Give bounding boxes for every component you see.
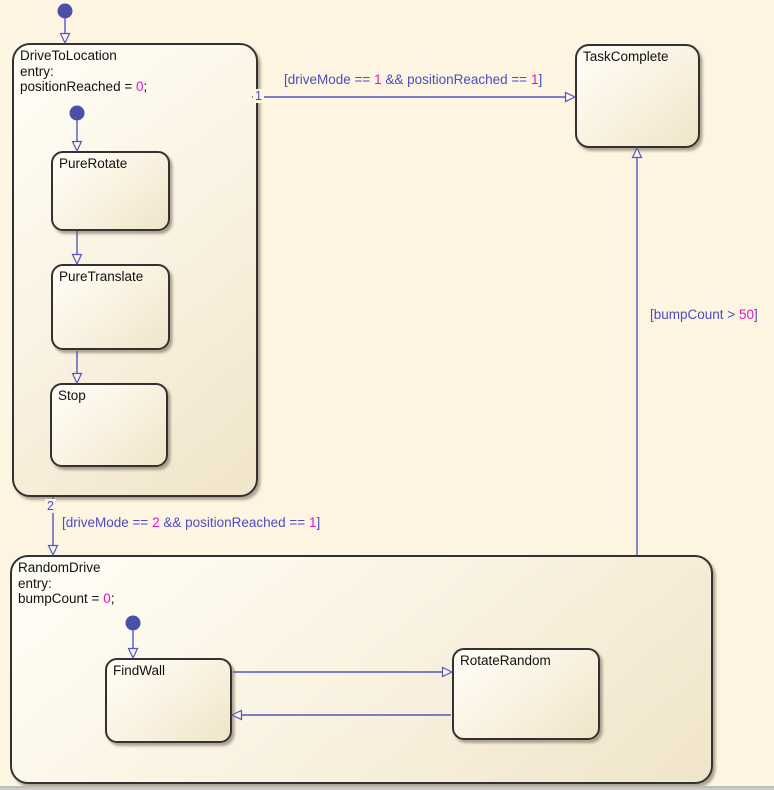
state-name: TaskComplete	[583, 49, 669, 64]
arrowhead-icon	[47, 544, 59, 557]
action-text: positionReached =	[20, 79, 136, 94]
condition-text: ]	[538, 72, 543, 87]
canvas-bottom-edge	[0, 786, 774, 790]
state-name: RotateRandom	[460, 653, 551, 668]
transition-condition-drive-to-randomdrive[interactable]: [driveMode == 2 && positionReached == 1]	[62, 515, 320, 530]
entry-action: positionReached = 0;	[20, 79, 250, 95]
condition-text: ]	[316, 515, 321, 530]
condition-number: 50	[738, 307, 754, 322]
condition-number: 1	[308, 515, 317, 530]
transition-condition-drive-to-taskcomplete[interactable]: [driveMode == 1 && positionReached == 1]	[284, 72, 542, 87]
state-task-complete[interactable]: TaskComplete	[575, 44, 700, 148]
state-name: DriveToLocation	[20, 48, 117, 63]
state-pure-translate[interactable]: PureTranslate	[51, 264, 170, 350]
condition-text: && positionReached ==	[381, 72, 531, 87]
state-name: PureRotate	[59, 156, 128, 171]
transition-order-label-1[interactable]: 1	[253, 89, 264, 103]
condition-number: 1	[530, 72, 539, 87]
state-rotate-random[interactable]: RotateRandom	[452, 648, 600, 740]
condition-text: [driveMode ==	[62, 515, 153, 530]
condition-number: 1	[374, 72, 382, 87]
arrowhead-icon	[59, 32, 71, 45]
state-find-wall[interactable]: FindWall	[105, 658, 232, 743]
condition-text: [bumpCount >	[650, 307, 739, 322]
transition-randomdrive-to-taskcomplete[interactable]	[631, 146, 643, 555]
state-name: RandomDrive	[18, 560, 101, 575]
entry-action: bumpCount = 0;	[18, 591, 705, 607]
state-name: Stop	[58, 388, 86, 403]
state-stop[interactable]: Stop	[50, 383, 168, 467]
entry-keyword: entry:	[18, 575, 52, 591]
action-text: bumpCount =	[18, 591, 104, 606]
arrowhead-icon	[564, 91, 577, 103]
action-number: 0	[135, 79, 144, 94]
state-pure-rotate[interactable]: PureRotate	[51, 151, 170, 231]
condition-text: ]	[753, 307, 758, 322]
transition-drive-to-taskcomplete[interactable]	[252, 91, 577, 103]
action-number: 0	[103, 591, 111, 606]
transition-order-label-2[interactable]: 2	[45, 499, 56, 513]
state-label: RandomDrive entry: bumpCount = 0;	[12, 557, 711, 607]
state-label: DriveToLocation entry: positionReached =…	[14, 45, 256, 95]
entry-keyword: entry:	[20, 63, 54, 79]
condition-text: [driveMode ==	[284, 72, 375, 87]
initial-dot[interactable]	[57, 3, 73, 19]
state-name: FindWall	[113, 663, 166, 678]
action-suffix: ;	[110, 591, 115, 606]
initial-transition-drive-to-location[interactable]	[57, 3, 73, 45]
transition-condition-randomdrive-to-taskcomplete[interactable]: [bumpCount > 50]	[650, 307, 758, 322]
arrowhead-icon	[631, 146, 643, 159]
action-suffix: ;	[143, 79, 148, 94]
state-name: PureTranslate	[59, 269, 144, 284]
condition-number: 2	[152, 515, 160, 530]
condition-text: && positionReached ==	[159, 515, 309, 530]
